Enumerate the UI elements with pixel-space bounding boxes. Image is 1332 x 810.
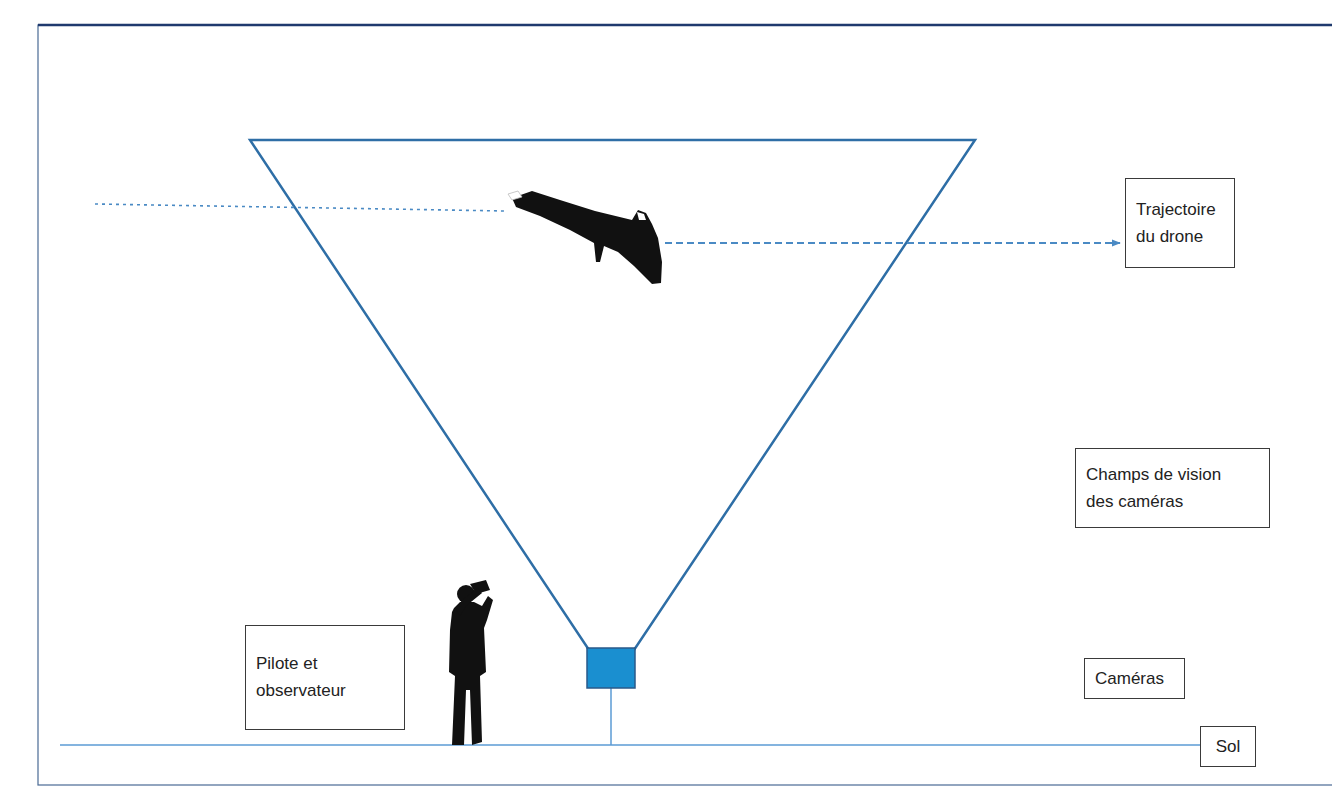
field-of-view-label: Champs de vision des caméras: [1075, 448, 1270, 528]
pilot-label: Pilote et observateur: [245, 625, 405, 730]
ground-line: [60, 744, 1200, 746]
trajectory-label: Trajectoire du drone: [1125, 178, 1235, 268]
camera-stand: [610, 688, 612, 745]
person-arm: [456, 588, 482, 616]
drone-fin: [637, 212, 646, 220]
camera-label: Caméras: [1084, 658, 1185, 699]
field-of-view: [250, 140, 975, 650]
person-body: [449, 596, 493, 745]
ground-label: Sol: [1200, 726, 1256, 767]
drone-silhouette: [512, 191, 662, 284]
person-silhouette: [449, 580, 493, 745]
label-text: Sol: [1216, 733, 1241, 760]
frame-border: [38, 25, 1332, 785]
label-text: Pilote et observateur: [256, 650, 366, 704]
frame-top: [38, 24, 1332, 27]
label-text: Trajectoire du drone: [1136, 196, 1224, 250]
label-text: Caméras: [1095, 665, 1164, 692]
trajectory-line: [95, 204, 505, 211]
label-text: Champs de vision des caméras: [1086, 461, 1236, 515]
drone-nose: [508, 191, 522, 200]
camera-box: [587, 648, 635, 688]
trajectory-arrow: [665, 242, 1120, 244]
